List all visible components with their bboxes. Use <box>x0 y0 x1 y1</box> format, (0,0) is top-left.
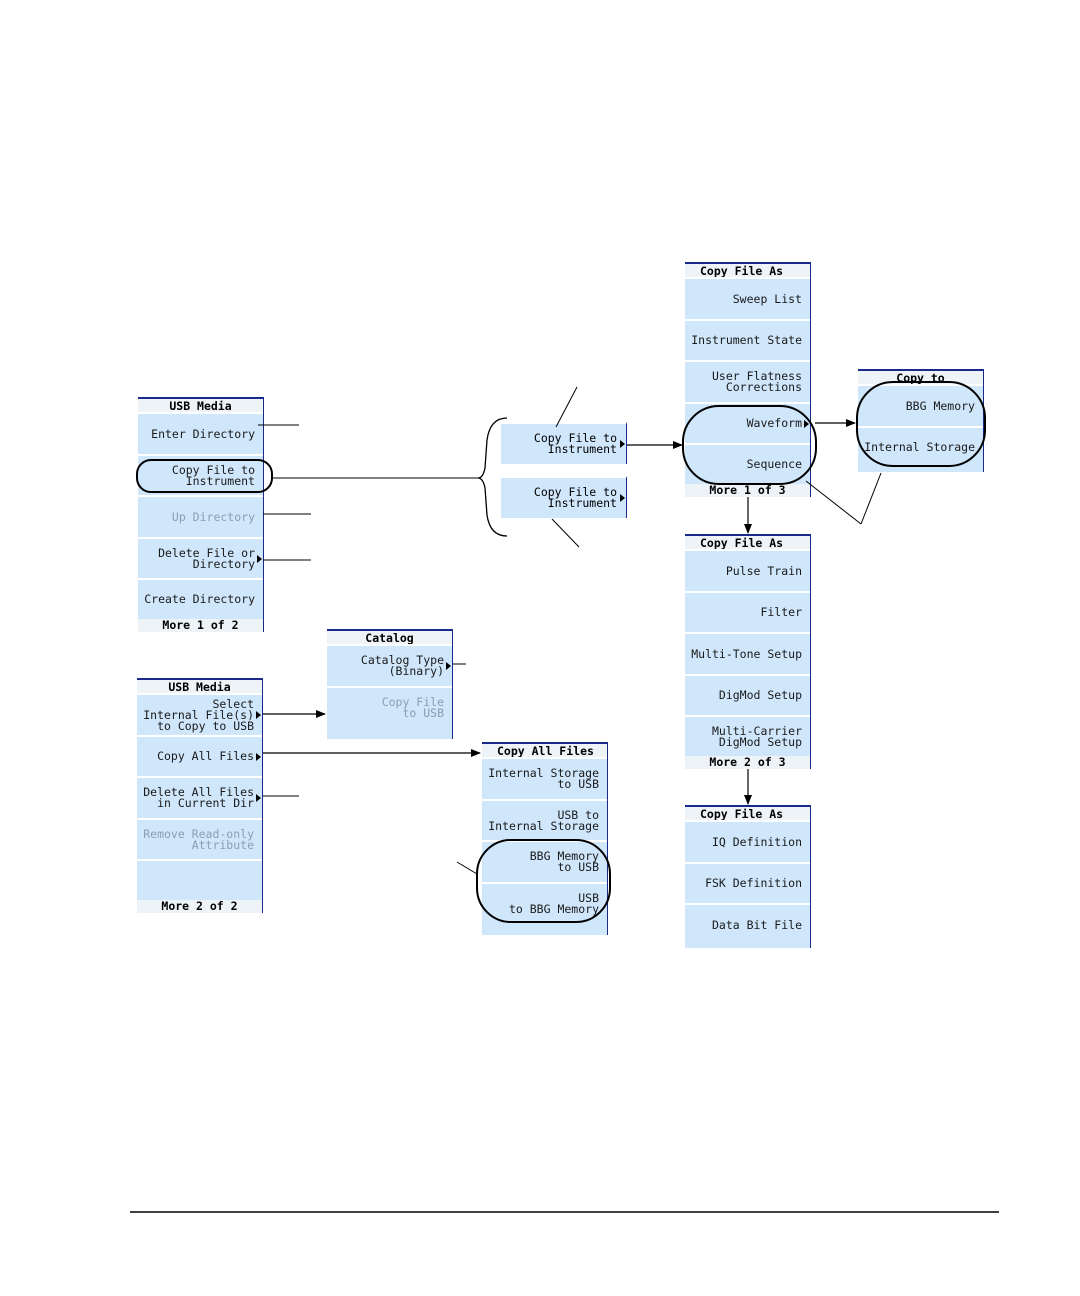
menu-footer[interactable]: More 1 of 2 <box>138 619 263 632</box>
submenu-arrow-icon <box>620 440 625 448</box>
menu-title: USB Media <box>138 397 263 413</box>
multi-tone-setup-key[interactable]: Multi-Tone Setup <box>685 632 810 674</box>
submenu-arrow-icon <box>256 752 261 761</box>
copy-file-as-menu-2: Copy File As Pulse Train Filter Multi-To… <box>685 534 811 769</box>
copy-all-files-key[interactable]: Copy All Files <box>137 735 262 776</box>
sweep-list-key[interactable]: Sweep List <box>685 277 810 319</box>
digmod-setup-key[interactable]: DigMod Setup <box>685 674 810 715</box>
menu-title: Copy File As <box>685 805 810 821</box>
submenu-arrow-icon <box>804 419 809 428</box>
instrument-state-key[interactable]: Instrument State <box>685 319 810 360</box>
highlight-oval-copy-to <box>856 381 986 467</box>
submenu-arrow-icon <box>256 794 261 802</box>
up-directory-key[interactable]: Up Directory <box>138 495 263 537</box>
copy-file-as-menu-1: Copy File As Sweep List Instrument State… <box>685 262 811 497</box>
submenu-arrow-icon <box>620 494 625 502</box>
filter-key[interactable]: Filter <box>685 591 810 632</box>
menu-footer[interactable]: More 2 of 3 <box>685 756 810 769</box>
catalog-type-key[interactable]: Catalog Type(Binary) <box>327 644 452 686</box>
copy-file-as-menu-3: Copy File As IQ Definition FSK Definitio… <box>685 805 811 948</box>
curly-brace <box>477 417 508 537</box>
highlight-oval-waveform-sequence <box>682 405 817 485</box>
menu-title: Copy File As <box>685 534 810 550</box>
submenu-arrow-icon <box>256 711 261 719</box>
enter-directory-key[interactable]: Enter Directory <box>138 412 263 454</box>
callout-line <box>805 480 862 525</box>
highlight-oval-bbg-memory <box>476 839 611 923</box>
submenu-arrow-icon <box>257 554 262 563</box>
callout-line <box>551 518 580 548</box>
menu-title: Copy All Files <box>482 742 607 758</box>
menu-title: Copy File As <box>685 262 810 278</box>
menu-footer[interactable]: More 2 of 2 <box>137 900 262 913</box>
create-directory-key[interactable]: Create Directory <box>138 578 263 619</box>
data-bit-file-key[interactable]: Data Bit File <box>685 903 810 945</box>
menu-title: Catalog <box>327 629 452 645</box>
submenu-arrow-icon <box>446 662 451 670</box>
waveform-key[interactable]: Waveform <box>685 402 810 443</box>
iq-definition-key[interactable]: IQ Definition <box>685 820 810 862</box>
callout-line <box>860 472 882 525</box>
bbg-memory-key[interactable]: BBG Memory <box>858 384 983 426</box>
copy-to-menu: Copy to BBG Memory Internal Storage <box>858 369 984 472</box>
menu-title: USB Media <box>137 678 262 694</box>
internal-storage-key[interactable]: Internal Storage <box>858 426 983 467</box>
fsk-definition-key[interactable]: FSK Definition <box>685 862 810 903</box>
blank-key <box>137 859 262 900</box>
callout-line <box>555 386 578 428</box>
highlight-oval-copy-file-to-instrument <box>136 459 273 493</box>
menu-footer[interactable]: More 1 of 3 <box>685 484 810 497</box>
sequence-key[interactable]: Sequence <box>685 443 810 484</box>
pulse-train-key[interactable]: Pulse Train <box>685 549 810 591</box>
callout-line <box>456 861 478 875</box>
